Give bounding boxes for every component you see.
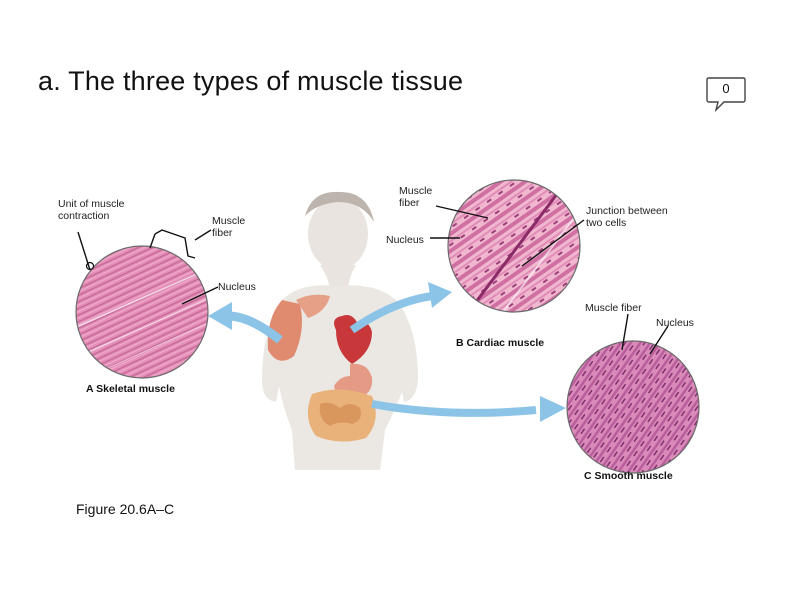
smooth-muscle-micrograph xyxy=(566,340,700,474)
comment-count: 0 xyxy=(722,81,730,96)
caption-cardiac-muscle: B Cardiac muscle xyxy=(456,337,545,349)
arrow-to-cardiac xyxy=(349,282,452,334)
comment-badge[interactable]: 0 xyxy=(706,76,746,114)
cardiac-leader-lines xyxy=(430,205,585,267)
label-cardiac-nucleus: Nucleus xyxy=(386,234,424,246)
human-body-illustration xyxy=(262,191,418,470)
caption-smooth-muscle: C Smooth muscle xyxy=(584,470,673,482)
slide-title: a. The three types of muscle tissue xyxy=(38,66,464,96)
skeletal-muscle-micrograph xyxy=(75,245,209,379)
label-unit-of-contraction: Unit of muscle contraction xyxy=(58,198,125,222)
cardiac-muscle-micrograph xyxy=(447,179,581,313)
label-cell-junction: Junction between two cells xyxy=(586,205,668,229)
caption-skeletal-muscle: A Skeletal muscle xyxy=(86,383,175,395)
label-skeletal-muscle-fiber: Muscle fiber xyxy=(212,215,246,239)
smooth-leader-lines xyxy=(621,313,669,355)
speech-bubble-icon xyxy=(706,77,746,113)
arrow-to-skeletal xyxy=(208,302,283,344)
arrow-to-smooth xyxy=(371,396,566,422)
label-smooth-nucleus: Nucleus xyxy=(656,317,694,329)
label-cardiac-muscle-fiber: Muscle fiber xyxy=(399,185,433,209)
figure-caption: Figure 20.6A–C xyxy=(76,501,175,517)
arm-muscle xyxy=(267,300,302,361)
skeletal-leader-lines xyxy=(77,229,219,305)
label-skeletal-nucleus: Nucleus xyxy=(218,281,256,293)
label-smooth-muscle-fiber: Muscle fiber xyxy=(585,302,642,314)
